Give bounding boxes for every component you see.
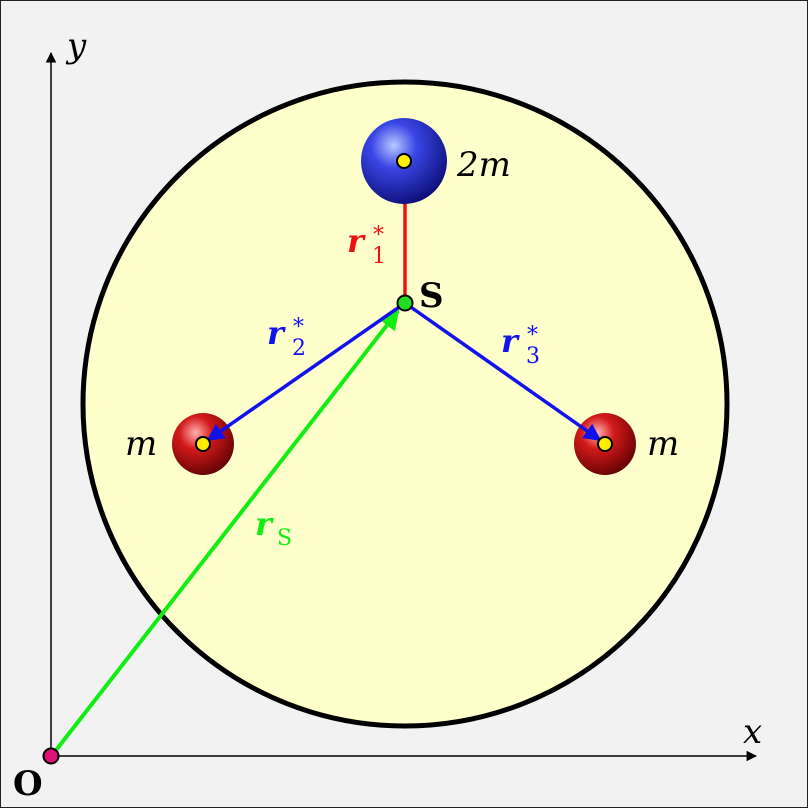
mass-m-left-center-point	[195, 436, 211, 452]
vector-r3-sub: 3	[526, 344, 540, 369]
vector-r2-symbol: r	[267, 314, 286, 352]
vector-r1-symbol: r	[347, 222, 366, 260]
vector-r1-label: r * 1	[347, 222, 386, 269]
vector-r2-label: r * 2	[267, 314, 306, 361]
vector-r3-label: r * 3	[501, 322, 540, 369]
vector-rS-arrow	[51, 309, 400, 756]
center-of-mass-point	[396, 294, 414, 312]
mass-2m-label: 2m	[456, 145, 511, 185]
vector-rS-symbol: r	[255, 505, 274, 543]
vector-rS-sub: S	[277, 526, 292, 551]
mass-2m-center-point	[396, 153, 412, 169]
mass-m-left-label: m	[125, 424, 157, 464]
vector-r3-symbol: r	[501, 322, 520, 360]
x-axis-label: x	[743, 712, 762, 752]
vector-r2-sup: *	[293, 315, 304, 340]
center-of-mass-label: S	[419, 276, 444, 316]
vector-r3-sup: *	[527, 323, 538, 348]
vector-r3-arrow	[403, 301, 602, 442]
rigid-body-disk	[80, 79, 730, 729]
vector-rS-label: r S	[255, 505, 292, 551]
vector-r1-sub: 1	[372, 244, 386, 269]
y-axis-label: y	[65, 26, 87, 66]
origin-label: O	[13, 764, 43, 804]
mass-m-right-center-point	[597, 436, 613, 452]
vector-r2-arrow	[206, 301, 406, 442]
mass-m-right-label: m	[647, 424, 679, 464]
vector-r2-sub: 2	[292, 336, 306, 361]
vector-r1-sup: *	[373, 223, 384, 248]
origin-point	[42, 747, 60, 765]
